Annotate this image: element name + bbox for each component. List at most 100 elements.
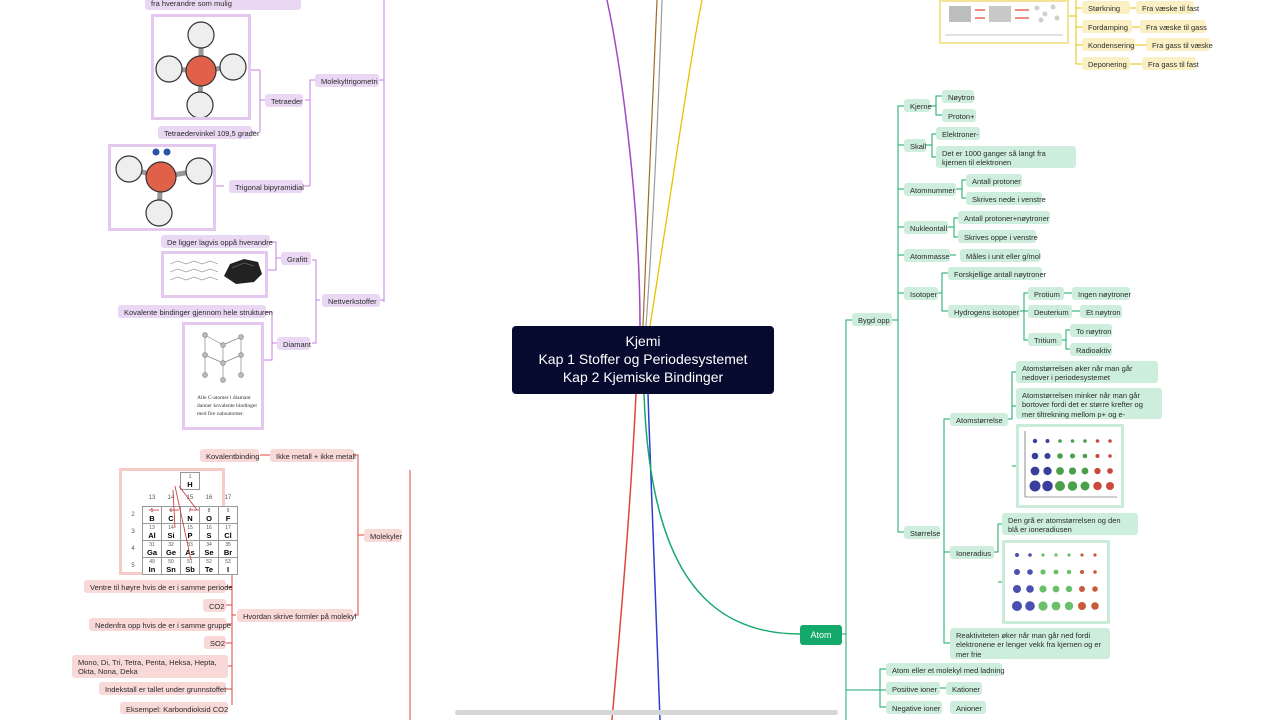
node-atomnummer[interactable]: Atomnummer [904, 183, 956, 196]
horizontal-scrollbar[interactable] [455, 710, 838, 715]
node-tetraeder[interactable]: Tetraeder [265, 94, 303, 107]
atom-dot [1092, 586, 1098, 592]
node-anioner[interactable]: Anioner [950, 701, 986, 714]
atom-dot [1065, 585, 1073, 593]
node-fordamping-desc[interactable]: Fra væske til gass [1140, 20, 1207, 33]
node-bygd-opp[interactable]: Bygd opp [852, 313, 892, 326]
atom-dot [1093, 553, 1097, 557]
node-positive-ioner[interactable]: Positive ioner [886, 682, 940, 695]
node-kationer[interactable]: Kationer [946, 682, 982, 695]
atom-dot [1058, 439, 1062, 443]
atom-dot [1081, 467, 1089, 475]
node-storkning-desc[interactable]: Fra væske til fast [1136, 1, 1199, 14]
node-males[interactable]: Måles i unit eller g/mol [960, 249, 1041, 262]
atom-dot [1093, 481, 1102, 491]
node-ion-title[interactable]: Atom eller et molekyl med ladning [886, 663, 1005, 676]
node-ikke-metall[interactable]: Ikke metall + ikke metall [270, 449, 356, 462]
node-noytron[interactable]: Nøytron [942, 90, 975, 103]
node-partial-top[interactable]: fra hverandre som mulig [145, 0, 301, 10]
node-skrives-oppe[interactable]: Skrives oppe i venstre [958, 230, 1038, 243]
atom-dot [1078, 602, 1086, 610]
node-nettverkstoffer[interactable]: Nettverkstoffer [322, 294, 380, 307]
node-radioaktiv[interactable]: Radioaktiv [1070, 343, 1112, 356]
node-atommasse[interactable]: Atommasse [904, 249, 950, 262]
atom-dot [1027, 569, 1033, 575]
node-negative-ioner[interactable]: Negative ioner [886, 701, 942, 714]
node-deponering-desc[interactable]: Fra gass til fast [1142, 57, 1199, 70]
node-ioneradius[interactable]: Ioneradius [950, 546, 994, 559]
node-deponering[interactable]: Deponering [1082, 57, 1130, 70]
atom-dot [1057, 453, 1063, 459]
node-nukleontall[interactable]: Nukleontall [904, 221, 948, 234]
pt-period-label: 5 [131, 563, 135, 569]
node-co2[interactable]: CO2 [203, 599, 226, 612]
node-skrives-nede[interactable]: Skrives nede i venstre [966, 192, 1046, 205]
node-so2[interactable]: SO2 [204, 636, 226, 649]
node-deuterium[interactable]: Deuterium [1028, 305, 1072, 318]
node-et-noytron[interactable]: Et nøytron [1080, 305, 1122, 318]
node-kjerne[interactable]: Kjerne [904, 99, 932, 112]
node-bottom-partial[interactable]: Eksempel: Karbondioksid CO2 [120, 702, 228, 714]
atom-dot [1014, 569, 1020, 575]
node-hydrogens-isotoper[interactable]: Hydrogens isotoper [948, 305, 1020, 318]
node-atom-oker[interactable]: Atomstørrelsen øker når man går nedover … [1016, 361, 1158, 383]
node-kondensering[interactable]: Kondensering [1082, 38, 1135, 51]
node-diamant[interactable]: Diamant [277, 337, 311, 350]
node-protium[interactable]: Protium [1028, 287, 1064, 300]
node-reaktivitet[interactable]: Reaktiviteten øker når man går ned fordi… [950, 628, 1110, 659]
node-ion-desc[interactable]: Den grå er atomstørrelsen og den blå er … [1002, 513, 1138, 535]
particles-icon [945, 4, 1063, 36]
node-rule-periode[interactable]: Ventre til høyre hvis de er i samme peri… [84, 580, 233, 593]
atom-dot [1053, 569, 1059, 575]
node-isotoper[interactable]: Isotoper [904, 287, 938, 300]
node-hvordan-skrive[interactable]: Hvordan skrive formler på molekyl [237, 609, 356, 622]
node-kondensering-desc[interactable]: Fra gass til væske [1146, 38, 1213, 51]
node-fordamping[interactable]: Fordamping [1082, 20, 1132, 33]
node-antall-pn[interactable]: Antall protoner+nøytroner [958, 211, 1050, 224]
node-tetraedervinkel[interactable]: Tetraedervinkel 109,5 grader [158, 126, 259, 139]
node-indekstall[interactable]: Indekstall er tallet under grunnstoffet [99, 682, 226, 695]
ioneradius-image [1002, 540, 1110, 624]
atom-dot [1070, 439, 1075, 443]
node-diamant-desc[interactable]: Kovalente bindinger gjennom hele struktu… [118, 305, 273, 318]
atom-dot [1028, 553, 1032, 557]
node-to-noytron[interactable]: To nøytron [1070, 324, 1112, 337]
node-molekyltrigometri[interactable]: Molekyltrigometri [315, 74, 379, 87]
atom-dot [1067, 481, 1078, 491]
node-proton[interactable]: Proton+ [942, 109, 976, 122]
atom-dot [1045, 439, 1050, 443]
node-atom-minker[interactable]: Atomstørrelsen minker når man går bortov… [1016, 388, 1162, 419]
atom-dot [1108, 439, 1112, 443]
node-grafitt-desc[interactable]: De ligger lagvis oppå hverandre [161, 235, 273, 248]
atom-dot [1091, 602, 1099, 610]
node-prefixes[interactable]: Mono, Di, Tri, Tetra, Penta, Heksa, Hept… [72, 655, 228, 678]
atom-dot [1095, 439, 1100, 443]
node-grafitt[interactable]: Grafitt [281, 252, 311, 265]
node-atom[interactable]: Atom [800, 625, 842, 645]
node-forskjellige[interactable]: Forskjellige antall nøytroner [948, 267, 1046, 280]
node-kovalentbinding[interactable]: Kovalentbinding [200, 449, 259, 462]
node-tritium[interactable]: Tritium [1028, 333, 1062, 346]
node-elektroner[interactable]: Elektroner- [936, 127, 980, 140]
atom-dot [1094, 467, 1101, 475]
node-molekyler[interactable]: Molekyler [364, 529, 402, 542]
node-antall-protoner[interactable]: Antall protoner [966, 174, 1022, 187]
pt-group-label: 17 [224, 494, 232, 501]
atom-dot [1056, 467, 1064, 475]
node-trigonal[interactable]: Trigonal bipyramidial [229, 180, 304, 193]
node-atomstorrelse[interactable]: Atomstørrelse [950, 413, 1008, 426]
node-storrelse[interactable]: Størrelse [904, 526, 940, 539]
node-rule-gruppe[interactable]: Nedenfra opp hvis de er i samme gruppe [89, 618, 231, 631]
trigonal-image [108, 144, 216, 231]
node-storkning[interactable]: Størkning [1082, 1, 1130, 14]
node-ingen-noytroner[interactable]: Ingen nøytroner [1072, 287, 1131, 300]
atom-dot [1068, 467, 1077, 475]
central-topic[interactable]: Kjemi Kap 1 Stoffer og Periodesystemet K… [512, 326, 774, 394]
node-skall[interactable]: Skall [904, 139, 926, 152]
atom-dot [1038, 601, 1048, 611]
node-skall-desc[interactable]: Det er 1000 ganger så langt fra kjernen … [936, 146, 1076, 168]
